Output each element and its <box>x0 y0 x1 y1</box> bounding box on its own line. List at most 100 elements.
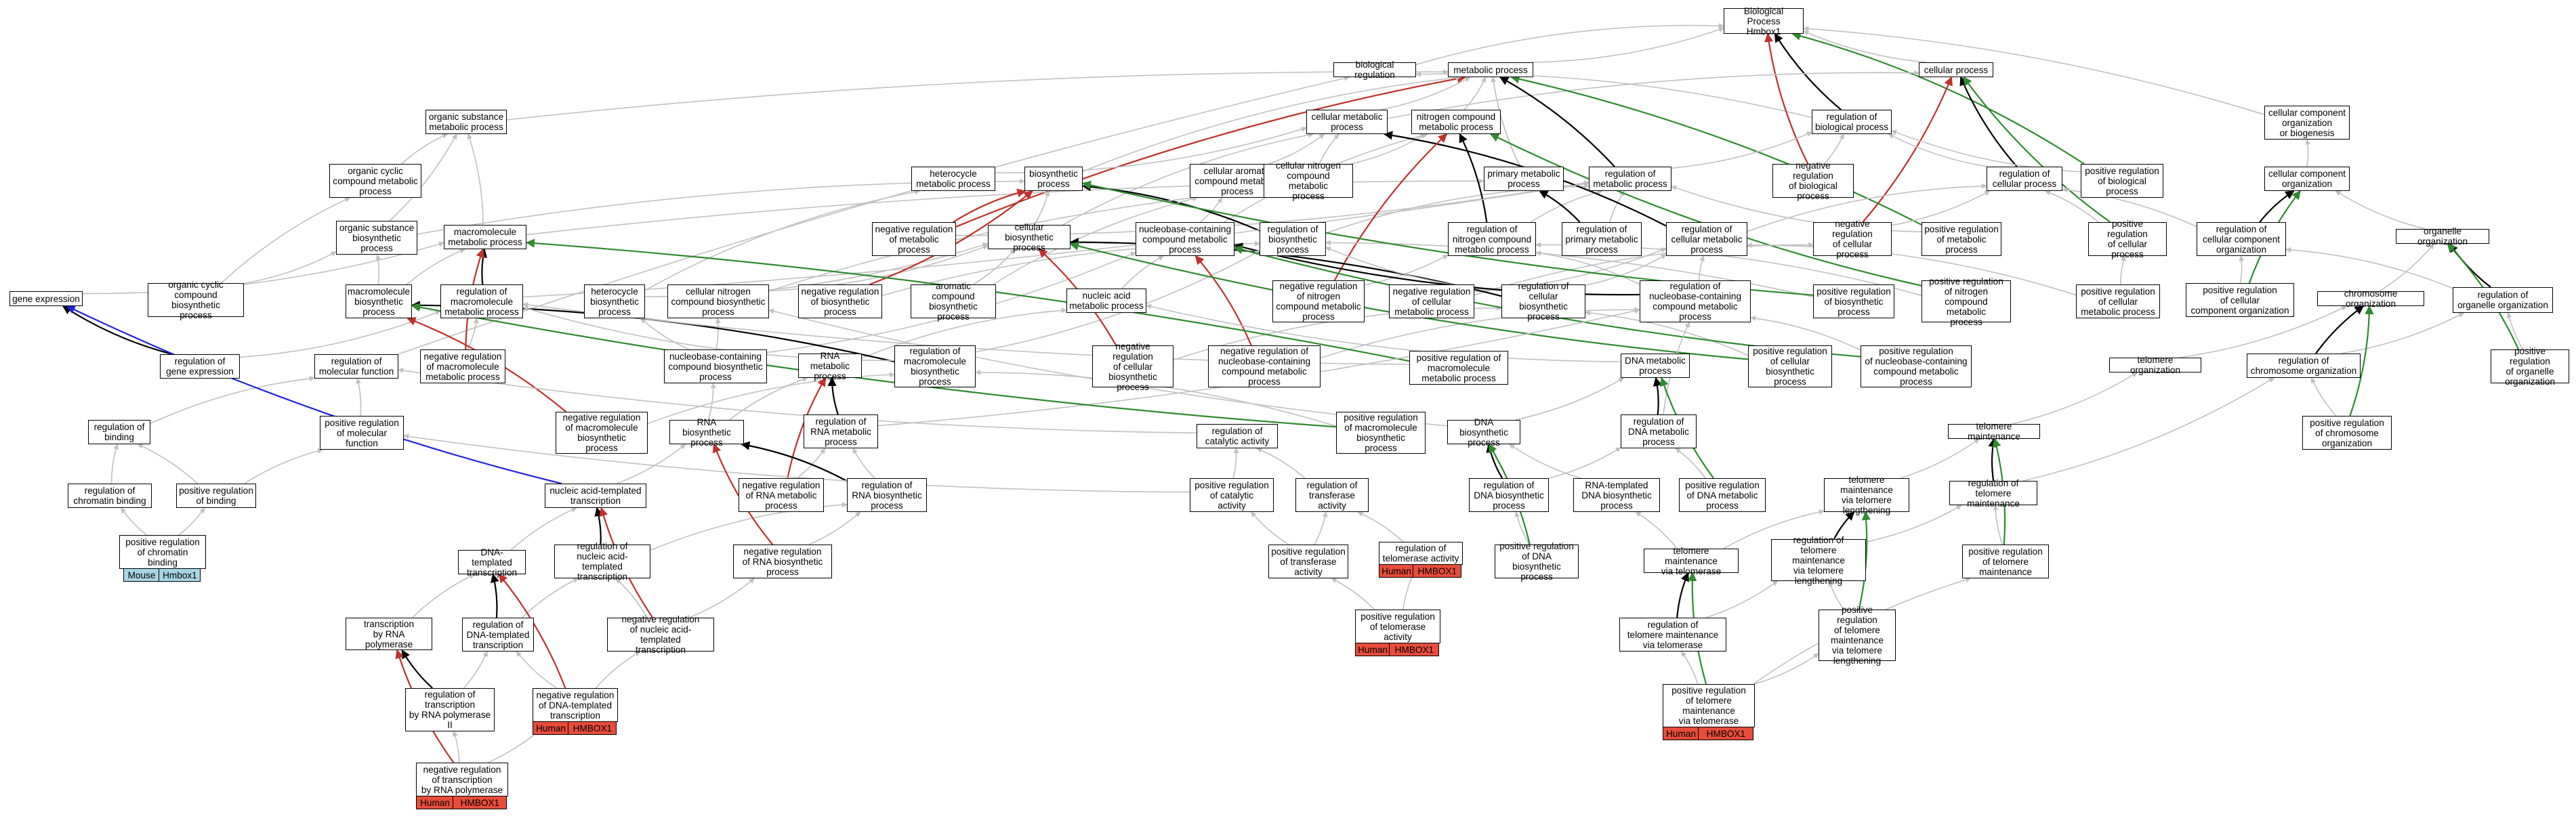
go-term-posregcellbio[interactable]: positive regulation of cellular biosynth… <box>1748 345 1832 387</box>
go-term-posregdnamet[interactable]: positive regulation of DNA metabolic pro… <box>1679 478 1766 512</box>
go-term-negregcellbio[interactable]: negative regulation of cellular biosynth… <box>1092 341 1173 392</box>
go-term-negregnuccont[interactable]: negative regulation of nucleobase-contai… <box>1208 345 1321 387</box>
go-term-cellmet[interactable]: cellular metabolic process <box>1306 110 1388 134</box>
go-term-negregcell[interactable]: negative regulation of cellular process <box>1813 219 1892 259</box>
go-term-negregtxrnapol[interactable]: negative regulation of transcription by … <box>416 763 508 796</box>
go-term-posregmacrobio[interactable]: positive regulation of macromolecule bio… <box>1336 412 1426 454</box>
go-term-regbiosyn[interactable]: regulation of biosynthetic process <box>1260 222 1326 256</box>
go-term-hetbio[interactable]: heterocycle biosynthetic process <box>584 284 645 318</box>
go-term-posregbio[interactable]: positive regulation of biological proces… <box>2081 164 2163 198</box>
go-term-negregbio[interactable]: negative regulation of biological proces… <box>1772 161 1854 201</box>
go-term-regnitmet[interactable]: regulation of nitrogen compound metaboli… <box>1448 222 1536 256</box>
go-term-regdnamet[interactable]: regulation of DNA metabolic process <box>1621 414 1697 448</box>
go-term-primmet[interactable]: primary metabolic process <box>1484 167 1564 191</box>
go-term-nuccont[interactable]: nucleobase-containing compound metabolic… <box>1136 222 1234 256</box>
go-term-rnamet[interactable]: RNA metabolic process <box>798 351 862 381</box>
go-term-ccorg_bio[interactable]: cellular component organization or bioge… <box>2264 106 2350 140</box>
go-term-arombio[interactable]: aromatic compound biosynthetic process <box>911 281 996 322</box>
go-term-cellnitbio[interactable]: cellular nitrogen compound biosynthetic … <box>667 284 769 318</box>
go-term-nuccontbio[interactable]: nucleobase-containing compound biosynthe… <box>664 349 767 383</box>
go-term-regcellbio[interactable]: regulation of cellular biosynthetic proc… <box>1501 281 1585 322</box>
go-term-cellnitmet[interactable]: cellular nitrogen compound metabolic pro… <box>1264 161 1353 201</box>
go-term-negregbiosyn[interactable]: negative regulation of biosynthetic proc… <box>798 284 882 318</box>
go-term-regrnamet[interactable]: regulation of RNA metabolic process <box>804 414 878 448</box>
go-term-posregchrombind[interactable]: positive regulation of chromatin binding <box>119 535 206 569</box>
go-term-chromorg[interactable]: chromosome organization <box>2317 289 2424 309</box>
go-term-biosyn[interactable]: biosynthetic process <box>1024 167 1083 191</box>
go-term-negregmet[interactable]: negative regulation of metabolic process <box>872 222 956 256</box>
go-term-posregcellmet[interactable]: positive regulation of cellular metaboli… <box>2076 284 2160 318</box>
go-term-nucacidtx[interactable]: nucleic acid-templated transcription <box>545 484 646 508</box>
go-term-telorg[interactable]: telomere organization <box>2109 355 2201 375</box>
go-term-bioreg[interactable]: biological regulation <box>1333 60 1416 80</box>
go-term-negregmacromet[interactable]: negative regulation of macromolecule met… <box>420 349 505 383</box>
go-term-negregrnamet[interactable]: negative regulation of RNA metabolic pro… <box>739 478 824 512</box>
go-term-negregcellmet[interactable]: negative regulation of cellular metaboli… <box>1389 284 1474 318</box>
go-term-posregchromorg[interactable]: positive regulation of chromosome organi… <box>2302 416 2392 450</box>
go-term-regbio[interactable]: regulation of biological process <box>1812 110 1892 134</box>
go-term-regchrombind[interactable]: regulation of chromatin binding <box>68 484 152 508</box>
go-term-regcell[interactable]: regulation of cellular process <box>1987 167 2062 191</box>
go-term-dnamet[interactable]: DNA metabolic process <box>1621 354 1690 378</box>
go-term-rnabio[interactable]: RNA biosynthetic process <box>669 417 744 448</box>
go-term-bp[interactable]: Biological Process Hmbox1 <box>1724 6 1804 37</box>
go-term-regrnabio[interactable]: regulation of RNA biosynthetic process <box>847 478 927 512</box>
go-term-orgsubbio[interactable]: organic substance biosynthetic process <box>336 221 417 255</box>
go-term-negregnitmet[interactable]: negative regulation of nitrogen compound… <box>1272 280 1365 322</box>
go-term-txrnapol[interactable]: transcription by RNA polymerase <box>346 618 432 650</box>
go-term-posregmet[interactable]: positive regulation of metabolic process <box>1921 222 2001 256</box>
go-term-posregtelact[interactable]: positive regulation of telomerase activi… <box>1355 610 1440 643</box>
go-term-negregrnabio[interactable]: negative regulation of RNA biosynthetic … <box>733 545 832 578</box>
go-term-posregtelmaintlen[interactable]: positive regulation of telomere maintena… <box>1819 605 1896 666</box>
go-term-posregcell[interactable]: positive regulation of cellular process <box>2088 219 2167 259</box>
go-term-telmaintlen[interactable]: telomere maintenance via telomere length… <box>1824 475 1909 515</box>
go-term-regdnatx[interactable]: regulation of DNA-templated transcriptio… <box>462 618 534 652</box>
go-term-regbinding[interactable]: regulation of binding <box>88 420 150 444</box>
go-term-regtransact[interactable]: regulation of transferase activity <box>1295 478 1369 512</box>
go-term-geneexp[interactable]: gene expression <box>9 291 83 306</box>
go-term-regtxrnapol2[interactable]: regulation of transcription by RNA polym… <box>405 688 495 731</box>
go-term-dnabio[interactable]: DNA biosynthetic process <box>1447 417 1520 448</box>
go-term-regdnabio[interactable]: regulation of DNA biosynthetic process <box>1469 478 1549 512</box>
go-term-regorgorg[interactable]: regulation of organelle organization <box>2453 287 2553 313</box>
go-term-regtelmaint[interactable]: regulation of telomere maintenance <box>1949 478 2037 509</box>
go-term-regmolfunc[interactable]: regulation of molecular function <box>314 354 398 379</box>
go-term-cellbio[interactable]: cellular biosynthetic process <box>988 222 1071 253</box>
go-term-negregmacrobio[interactable]: negative regulation of macromolecule bio… <box>556 412 648 454</box>
go-term-regprimmet[interactable]: regulation of primary metabolic process <box>1562 222 1642 256</box>
go-term-hetmet[interactable]: heterocycle metabolic process <box>911 167 995 191</box>
go-term-orgorg[interactable]: organelle organization <box>2396 226 2489 247</box>
go-term-posregnitmet[interactable]: positive regulation of nitrogen compound… <box>1921 276 2011 327</box>
go-term-regcatact[interactable]: regulation of catalytic activity <box>1197 424 1278 448</box>
go-term-dnatx[interactable]: DNA-templated transcription <box>458 547 526 578</box>
go-term-regnuccont[interactable]: regulation of nucleobase-containing comp… <box>1640 280 1751 322</box>
go-term-telmaint[interactable]: telomere maintenance <box>1948 421 2040 442</box>
go-term-posregccorg[interactable]: positive regulation of cellular componen… <box>2186 283 2294 317</box>
go-term-posregdnabio[interactable]: positive regulation of DNA biosynthetic … <box>1495 541 1579 582</box>
go-term-telmaintvia[interactable]: telomere maintenance via telomerase <box>1644 546 1739 576</box>
go-term-regmet[interactable]: regulation of metabolic process <box>1589 167 1671 191</box>
go-term-posregtransact[interactable]: positive regulation of transferase activ… <box>1268 545 1348 578</box>
go-term-reggeneexp[interactable]: regulation of gene expression <box>160 354 240 379</box>
go-term-posregtelmaint[interactable]: positive regulation of telomere maintena… <box>1962 545 2049 578</box>
go-term-regcellmet[interactable]: regulation of cellular metabolic process <box>1666 222 1747 256</box>
go-term-posregbiosyn[interactable]: positive regulation of biosynthetic proc… <box>1813 284 1894 318</box>
go-term-regtelmaintlen[interactable]: regulation of telomere maintenance via t… <box>1771 535 1866 586</box>
go-term-posregbinding[interactable]: positive regulation of binding <box>176 484 256 508</box>
go-term-posregcatact[interactable]: positive regulation of catalytic activit… <box>1190 478 1274 512</box>
go-term-regmacromet[interactable]: regulation of macromolecule metabolic pr… <box>440 284 523 318</box>
go-term-nucacidmet[interactable]: nucleic acid metabolic process <box>1066 289 1146 313</box>
go-term-orgcycbio[interactable]: organic cyclic compound biosynthetic pro… <box>148 280 244 320</box>
go-term-posregmacromet[interactable]: positive regulation of macromolecule met… <box>1409 351 1508 385</box>
go-term-regchromorg[interactable]: regulation of chromosome organization <box>2247 354 2361 378</box>
go-term-regmacrobio[interactable]: regulation of macromolecule biosynthetic… <box>894 345 976 387</box>
go-term-posregtelmaintvia[interactable]: positive regulation of telomere maintena… <box>1663 684 1755 727</box>
go-term-posregnuccont[interactable]: positive regulation of nucleobase-contai… <box>1861 345 1972 387</box>
go-term-posregmolfunc[interactable]: positive regulation of molecular functio… <box>320 416 404 450</box>
go-term-posregorgorg[interactable]: positive regulation of organelle organiz… <box>2491 346 2569 387</box>
go-term-nitmet[interactable]: nitrogen compound metabolic process <box>1411 110 1501 134</box>
go-term-macrobio[interactable]: macromolecule biosynthetic process <box>346 284 412 318</box>
go-term-rnatempdnabio[interactable]: RNA-templated DNA biosynthetic process <box>1573 478 1660 512</box>
go-term-regccorg[interactable]: regulation of cellular component organiz… <box>2197 222 2286 256</box>
go-term-orgcyc[interactable]: organic cyclic compound metabolic proces… <box>329 164 421 198</box>
